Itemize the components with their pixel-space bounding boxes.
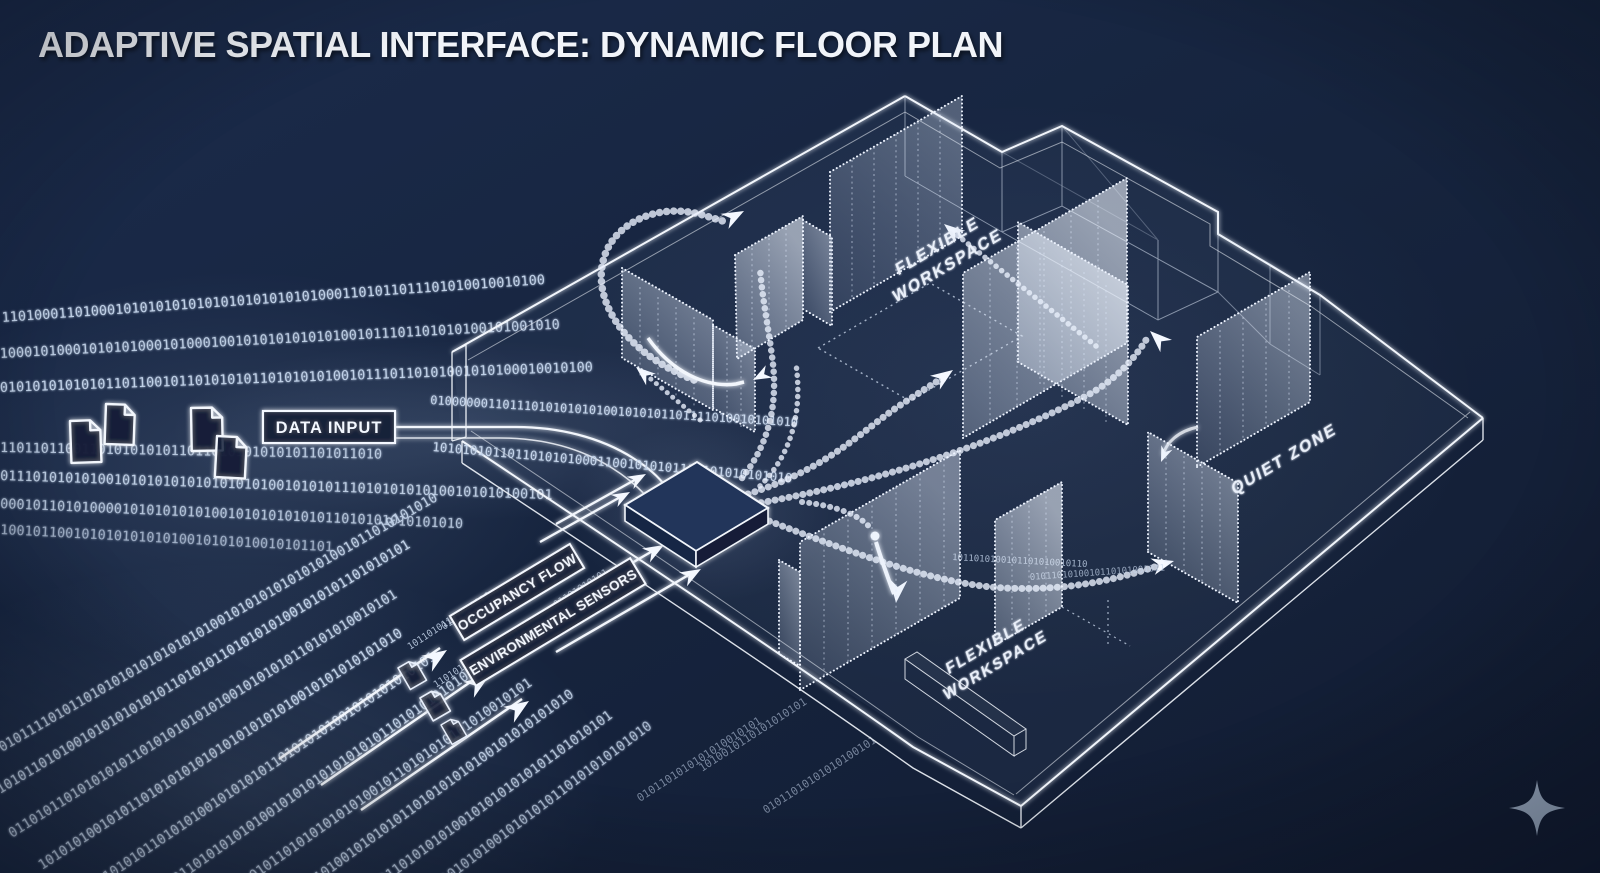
data-input-box: DATA INPUT xyxy=(261,409,397,445)
document-icon xyxy=(103,402,136,447)
document-icon xyxy=(68,419,103,465)
page-title: ADAPTIVE SPATIAL INTERFACE: DYNAMIC FLOO… xyxy=(38,24,1003,65)
data-input-label: DATA INPUT xyxy=(276,419,383,437)
document-icon xyxy=(213,434,248,480)
